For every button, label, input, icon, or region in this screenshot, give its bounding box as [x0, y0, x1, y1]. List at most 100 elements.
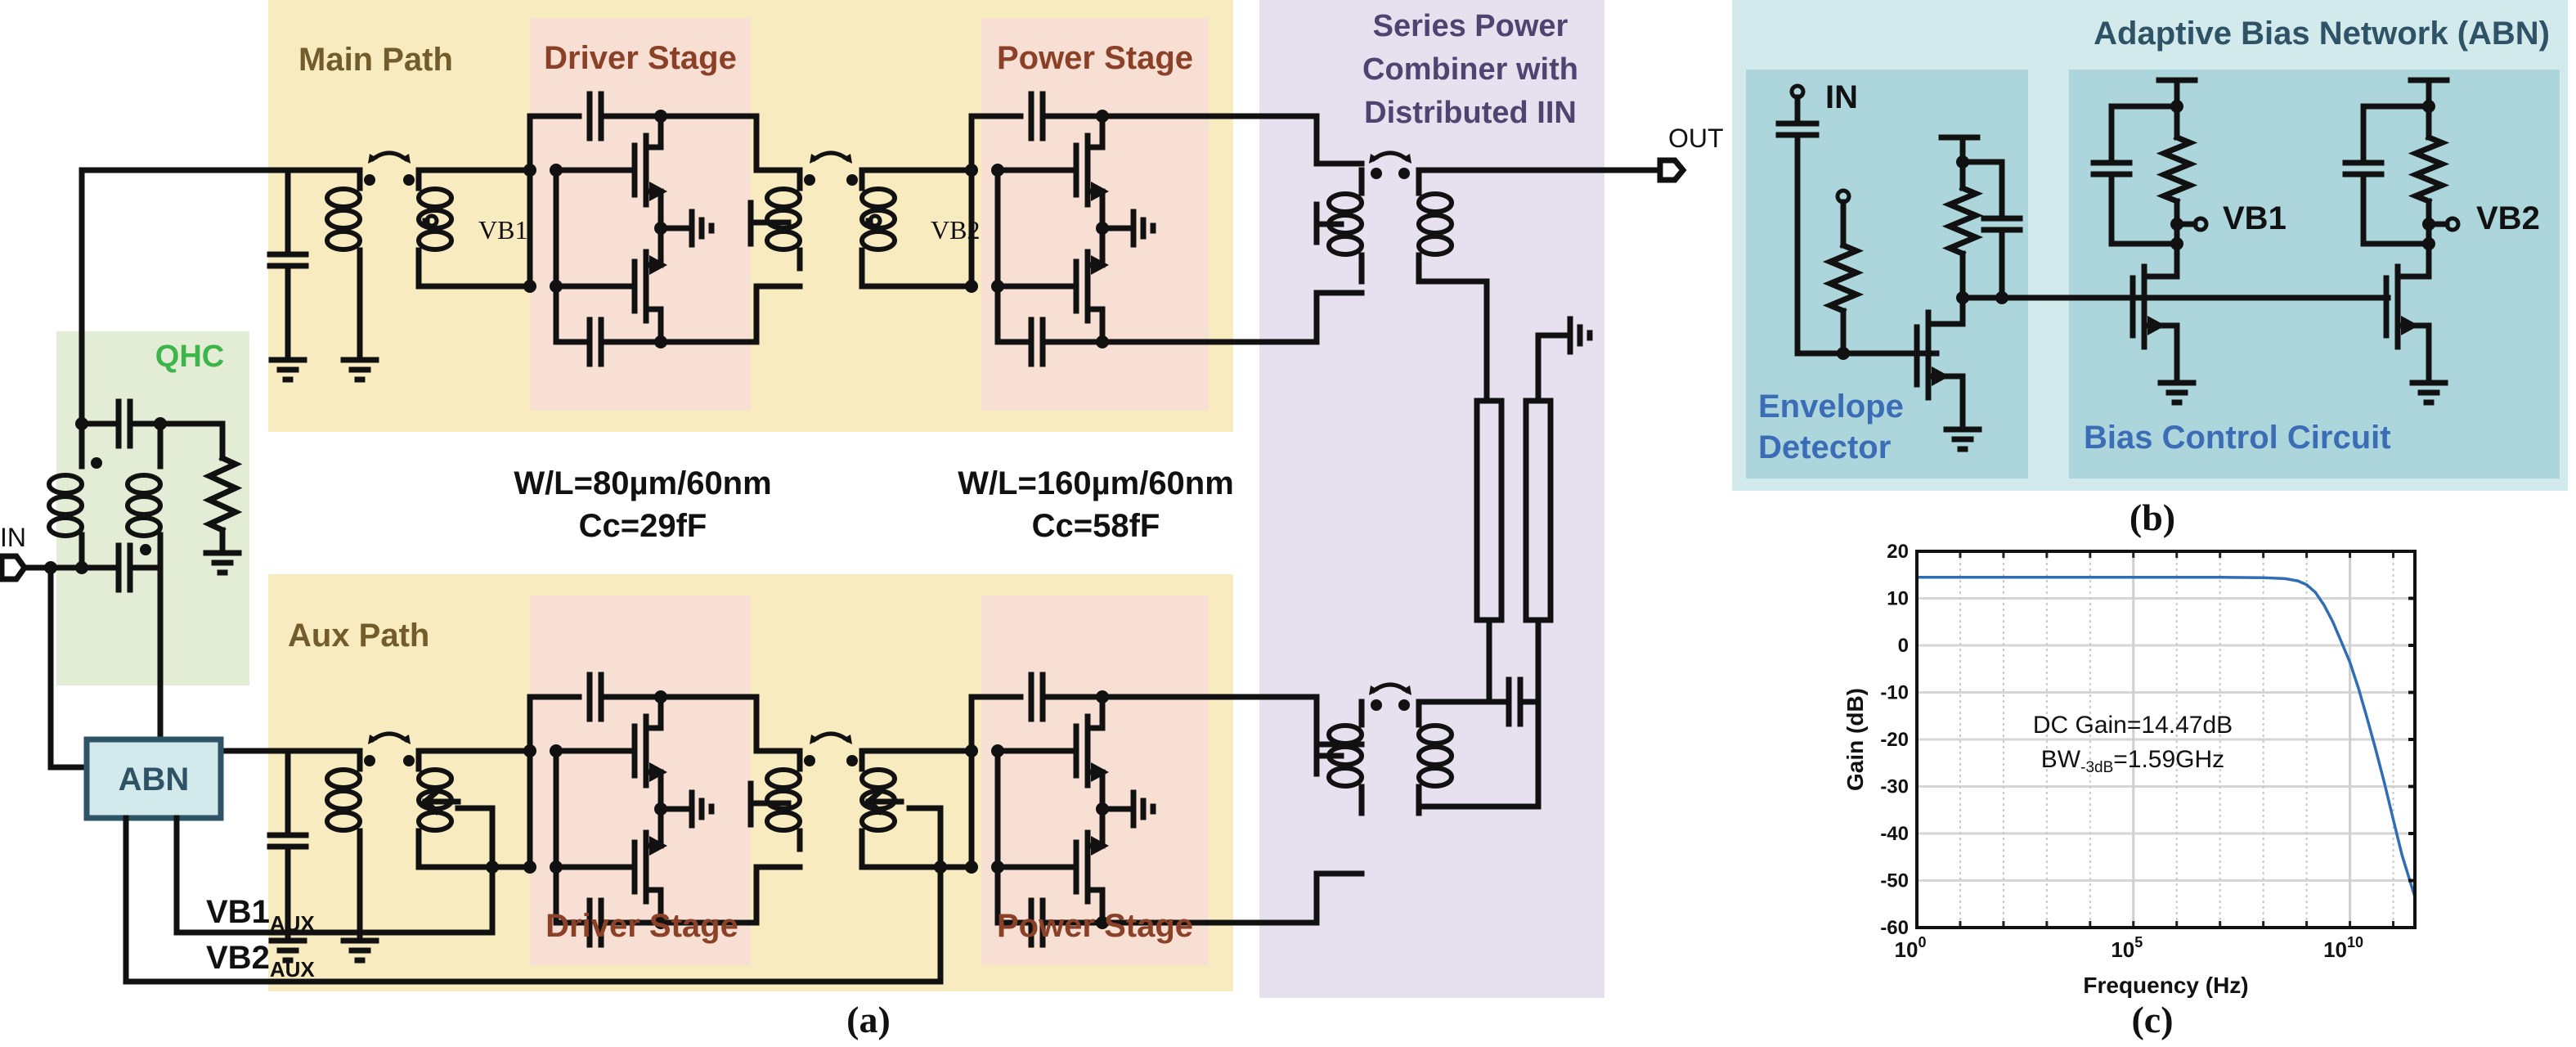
- wire: [47, 564, 88, 771]
- y-tick-label: 10: [1887, 588, 1909, 610]
- junction-dot: [1398, 168, 1410, 179]
- resistor-icon: [2156, 133, 2198, 205]
- combiner-label-line3: Distributed IIN: [1364, 96, 1577, 130]
- main-path-label: Main Path: [298, 42, 453, 78]
- junction-dot: [1096, 335, 1109, 348]
- transistor-arrow-icon: [2401, 316, 2419, 335]
- junction-dot: [804, 174, 815, 186]
- junction-dot: [364, 174, 375, 186]
- wire: [1105, 290, 1365, 345]
- inductor-coil-icon: [416, 767, 454, 790]
- junction-dot: [1096, 690, 1109, 703]
- aux-power-stage-label: Power Stage: [997, 908, 1193, 944]
- inductor-coil-icon: [765, 186, 802, 209]
- qhc-label: QHC: [155, 339, 224, 374]
- coupling-arrow-icon: [368, 154, 378, 164]
- wire: [1416, 278, 1490, 404]
- inductor-coil-icon: [416, 229, 454, 252]
- inductor-coil-icon: [859, 186, 897, 209]
- wire: [415, 265, 533, 290]
- wire: [1416, 617, 1542, 816]
- y-tick-label: -30: [1880, 776, 1909, 798]
- input-label: IN: [0, 523, 26, 552]
- abn-in-label: IN: [1825, 79, 1858, 115]
- wire: [753, 113, 803, 173]
- junction-dot: [1398, 699, 1410, 711]
- coupling-arrow-icon: [810, 735, 819, 744]
- aux-driver-stage-region: [530, 595, 751, 965]
- vb2-label: VB2: [931, 215, 980, 245]
- power-spec-wl: W/L=160µm/60nm: [958, 465, 1234, 501]
- aux-power-stage-region: [981, 595, 1209, 965]
- inductor-coil-icon: [325, 789, 362, 811]
- resistor-icon: [202, 454, 243, 534]
- caption-a: (a): [846, 999, 891, 1040]
- bias-output-terminal-icon: [2192, 216, 2209, 232]
- wire: [1794, 133, 1940, 357]
- wire: [1084, 887, 1106, 926]
- junction-dot: [91, 457, 102, 469]
- inductor-coil-icon: [325, 208, 362, 231]
- wire: [753, 283, 803, 345]
- inductor-coil-icon: [859, 767, 897, 790]
- inductor-coil-icon: [859, 229, 897, 252]
- coupling-arrow-icon: [368, 735, 378, 744]
- wire: [753, 864, 803, 926]
- junction-dot: [140, 544, 151, 555]
- caption-c: (c): [2131, 999, 2173, 1040]
- main-power-stage-region: [981, 18, 1209, 411]
- qhc-region: [56, 331, 249, 685]
- transistor-arrow-icon: [1932, 366, 1950, 386]
- inductor-coil-icon: [1416, 234, 1454, 257]
- main-driver-stage-region: [530, 18, 751, 411]
- inductor-coil-icon: [1416, 213, 1454, 236]
- junction-dot: [1096, 916, 1109, 929]
- inductor-coil-icon: [1326, 234, 1364, 257]
- junction-dot: [804, 755, 815, 766]
- wire: [1084, 113, 1106, 151]
- coupling-arrow-icon: [1369, 685, 1379, 695]
- coupling-arrow-icon: [842, 154, 852, 164]
- y-tick-label: -10: [1880, 682, 1909, 704]
- y-tick-label: -40: [1880, 823, 1909, 845]
- wire: [643, 306, 664, 345]
- inductor-coil-icon: [416, 186, 454, 209]
- driver-spec-cc: Cc=29fF: [579, 508, 707, 544]
- annotation-dc-gain: DC Gain=14.47dB: [2033, 712, 2233, 739]
- inductor-coil-icon: [765, 208, 802, 231]
- output-label: OUT: [1668, 124, 1724, 153]
- coupling-arrow-icon: [1402, 685, 1411, 695]
- wire: [173, 805, 496, 936]
- wire: [753, 694, 803, 754]
- wire: [527, 694, 582, 754]
- inductor-coil-icon: [125, 515, 163, 538]
- output-port-icon: [1657, 157, 1687, 183]
- abn-block-label: ABN: [119, 762, 190, 798]
- wire: [527, 113, 582, 173]
- transistor-arrow-icon: [649, 182, 667, 201]
- transistor-arrow-icon: [649, 255, 667, 275]
- abn-title: Adaptive Bias Network (ABN): [2094, 16, 2550, 52]
- bias-control-label: Bias Control Circuit: [2084, 420, 2391, 456]
- wire: [1959, 159, 2005, 221]
- vb1-label: VB1: [478, 215, 527, 245]
- inductor-coil-icon: [1416, 191, 1454, 214]
- combiner-label-line2: Combiner with: [1362, 52, 1578, 87]
- wire: [2141, 258, 2180, 280]
- x-tick-label: 1010: [2323, 934, 2363, 962]
- wire: [643, 887, 664, 926]
- inductor-coil-icon: [125, 494, 163, 517]
- wire: [1084, 694, 1106, 731]
- inductor-coil-icon: [859, 208, 897, 231]
- wire: [1535, 332, 1573, 404]
- wire: [2108, 172, 2180, 247]
- transistor-arrow-icon: [1091, 182, 1109, 201]
- junction-dot: [2422, 237, 2435, 250]
- aux-path-label: Aux Path: [288, 618, 429, 654]
- y-axis-label: Gain (dB): [1842, 688, 1868, 791]
- abn-vb1-label: VB1: [2223, 200, 2287, 236]
- wire: [2360, 103, 2432, 165]
- inductor-coil-icon: [765, 789, 802, 811]
- caption-b: (b): [2129, 497, 2175, 538]
